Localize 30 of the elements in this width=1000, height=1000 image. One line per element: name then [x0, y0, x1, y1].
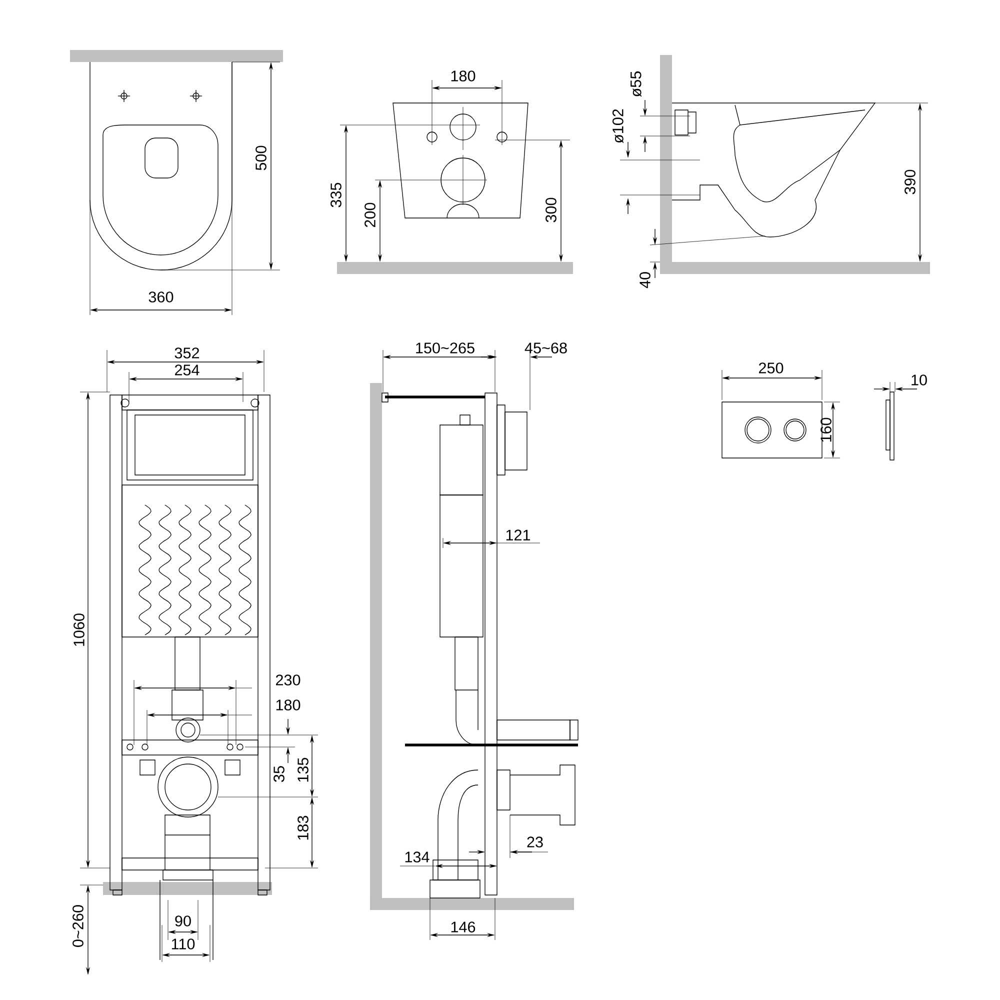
dimension-value: 180 — [276, 700, 300, 710]
dimension-value: 135 — [298, 758, 308, 782]
dimension-value: 230 — [276, 674, 300, 686]
dimension-value: 110 — [172, 938, 195, 950]
dimension-value: 146 — [451, 922, 476, 932]
dimension-value: 90 — [175, 916, 191, 926]
dimension-value: 390 — [904, 170, 916, 194]
dimension-value: 150~265 — [416, 342, 474, 354]
dimension-value: 23 — [527, 836, 543, 848]
dimension-value: 180 — [451, 70, 476, 82]
dimension-value: 352 — [174, 348, 200, 358]
dimension-value: 1060 — [74, 614, 84, 646]
dimension-value: 200 — [364, 202, 376, 228]
dimension-value: 40 — [640, 272, 650, 288]
dimension-value: 360 — [148, 292, 174, 302]
dimension-value: 121 — [506, 530, 530, 540]
dimension-value: 0~260 — [72, 905, 84, 947]
dimension-value: 250 — [759, 362, 784, 374]
dimension-value: 10 — [912, 374, 927, 386]
dimension-value: 254 — [174, 364, 200, 376]
dimension-value: 300 — [546, 198, 556, 222]
dimension-value: 500 — [256, 146, 266, 170]
dimension-value: 35 — [274, 766, 284, 782]
dimension-value: 134 — [405, 852, 430, 862]
dimension-value: 45~68 — [524, 342, 567, 354]
dimension-value: ø55 — [630, 71, 642, 97]
dimension-value: 335 — [330, 182, 342, 208]
dimension-value: 183 — [298, 816, 308, 840]
dimension-value: ø102 — [612, 109, 624, 144]
dimension-value: 160 — [820, 418, 832, 442]
